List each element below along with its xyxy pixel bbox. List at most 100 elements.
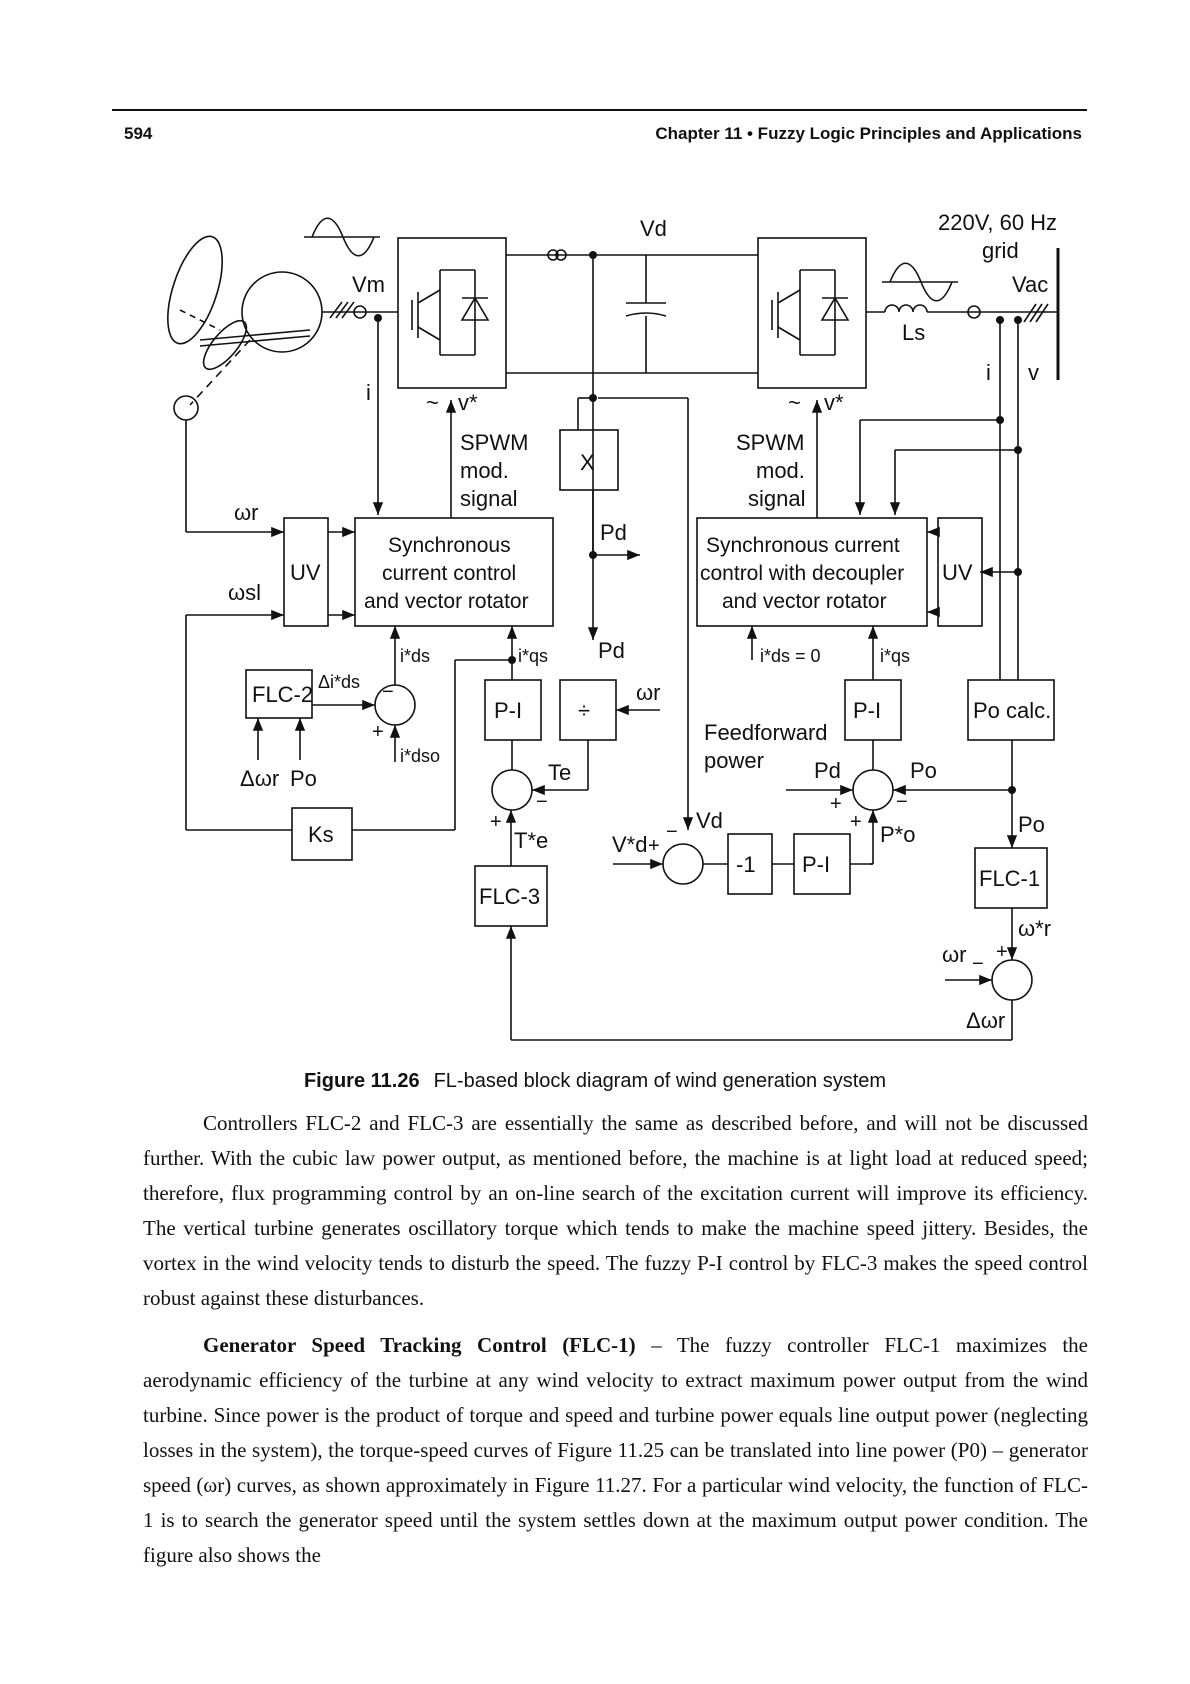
label-vd-star: V*d <box>612 832 647 857</box>
sign: + <box>372 721 384 743</box>
speed-sensor-icon <box>173 395 199 421</box>
label-vd-fb: Vd <box>696 808 723 833</box>
generator-icon <box>241 271 323 353</box>
label-grid-2: grid <box>982 238 1019 263</box>
ks-label: Ks <box>308 822 334 847</box>
label-te: Te <box>548 760 571 785</box>
label-ids-zero: i*ds = 0 <box>760 646 821 666</box>
sign: − <box>382 681 394 703</box>
figure-label: Figure 11.26 <box>303 1070 420 1092</box>
label-vm: Vm <box>352 272 385 297</box>
label-wr-star: ω*r <box>1018 916 1051 941</box>
sync-right-2: control with decoupler <box>700 562 904 585</box>
label-wsl: ωsl <box>228 580 261 605</box>
flc2-box <box>245 669 313 719</box>
sign: − <box>972 953 984 975</box>
paragraph-text: Controllers FLC-2 and FLC-3 are essentia… <box>143 1111 1088 1310</box>
label-po-star: P*o <box>880 822 915 847</box>
label-pd-ff: Pd <box>814 758 841 783</box>
running-head: Chapter 11 • Fuzzy Logic Principles and … <box>655 124 1082 143</box>
igbt-diode-icon <box>771 269 850 356</box>
sign: + <box>648 835 660 857</box>
label-iqs-star: i*qs <box>518 646 548 666</box>
sign: + <box>830 793 842 815</box>
uv-right-box <box>937 517 983 627</box>
divider-label: ÷ <box>578 698 590 723</box>
label-tilde-left: ~ <box>426 390 439 415</box>
label-ls: Ls <box>902 320 925 345</box>
label-delta-ids: Δi*ds <box>318 672 360 692</box>
label-pd-out: Pd <box>600 520 627 545</box>
label-vd-top: Vd <box>640 216 667 241</box>
multiplier-box <box>559 429 619 491</box>
label-pd-div: Pd <box>598 638 625 663</box>
label-iqs-star-right: i*qs <box>880 646 910 666</box>
sign: − <box>896 791 908 813</box>
header-rule <box>112 109 1087 111</box>
label-te-star: T*e <box>514 828 548 853</box>
pi-right-label: P-I <box>853 698 881 723</box>
flc1-box <box>974 847 1048 909</box>
pi-qs-box <box>484 679 542 741</box>
flc3-label: FLC-3 <box>479 884 540 909</box>
label-i-left: i <box>366 380 371 405</box>
block-diagram: Vd 220V, 60 Hz grid Vac Vm Ls i i v ~ v*… <box>167 210 1060 1041</box>
sign: − <box>666 821 678 843</box>
body-paragraph-2: Generator Speed Tracking Control (FLC-1)… <box>143 1328 1088 1573</box>
sync-left-1: Synchronous <box>388 534 511 557</box>
po-calc-label: Po calc. <box>973 698 1051 723</box>
sign: − <box>536 791 548 813</box>
uv-right-label: UV <box>942 560 973 585</box>
gain-neg-label: -1 <box>736 852 756 877</box>
sign: + <box>996 941 1008 963</box>
label-tilde-right: ~ <box>788 390 801 415</box>
pi-qs-label: P-I <box>494 698 522 723</box>
label-feedforward-2: power <box>704 748 764 773</box>
sync-left-box <box>354 517 554 627</box>
label-ids-star: i*ds <box>400 646 430 666</box>
label-wr-bottom: ωr <box>942 942 967 967</box>
uv-left-box <box>283 517 329 627</box>
label-vstar-right: v* <box>824 390 844 415</box>
sync-left-3: and vector rotator <box>364 590 529 613</box>
flc1-label: FLC-1 <box>979 866 1040 891</box>
label-po-flc1: Po <box>1018 812 1045 837</box>
ks-box <box>291 807 353 861</box>
flc2-label: FLC-2 <box>252 682 313 707</box>
uv-left-label: UV <box>290 560 321 585</box>
label-po-sum: Po <box>910 758 937 783</box>
label-i-right: i <box>986 360 991 385</box>
wind-turbine-icon <box>167 235 311 406</box>
sync-left-2: current control <box>382 562 516 585</box>
label-po-flc2: Po <box>290 766 317 791</box>
multiplier-label: X <box>580 450 595 475</box>
run-in-heading: Generator Speed Tracking Control (FLC-1) <box>203 1333 636 1357</box>
spwm-left-2: mod. <box>460 458 509 483</box>
sync-right-3: and vector rotator <box>722 590 887 613</box>
sync-right-box <box>696 517 928 627</box>
spwm-right-1: SPWM <box>736 430 804 455</box>
figure-caption-text: FL-based block diagram of wind generatio… <box>433 1070 887 1092</box>
pi-vd-label: P-I <box>802 852 830 877</box>
label-wr-div: ωr <box>636 680 661 705</box>
spwm-right-2: mod. <box>756 458 805 483</box>
label-wr-left: ωr <box>234 500 259 525</box>
sync-right-1: Synchronous current <box>706 534 900 557</box>
spwm-right-3: signal <box>748 486 805 511</box>
label-idso: i*dso <box>400 746 440 766</box>
label-vac: Vac <box>1012 272 1048 297</box>
label-vstar-left: v* <box>458 390 478 415</box>
po-calc-box <box>967 679 1055 741</box>
sign: + <box>850 811 862 833</box>
page-number: 594 <box>124 124 153 143</box>
sign: + <box>490 811 502 833</box>
label-feedforward-1: Feedforward <box>704 720 828 745</box>
spwm-left-3: signal <box>460 486 517 511</box>
label-v-right: v <box>1028 360 1039 385</box>
rectifier-box <box>397 237 507 389</box>
spwm-left-1: SPWM <box>460 430 528 455</box>
label-delta-wr-flc2: Δωr <box>240 766 279 791</box>
igbt-diode-icon <box>411 269 490 356</box>
label-delta-wr-bottom: Δωr <box>966 1008 1005 1033</box>
body-paragraph-1: Controllers FLC-2 and FLC-3 are essentia… <box>143 1106 1088 1316</box>
